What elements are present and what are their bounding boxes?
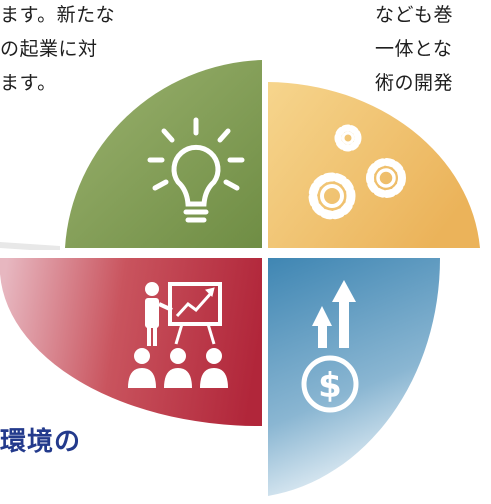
right-text-line: 術の開発: [375, 72, 454, 94]
svg-text:$: $: [318, 366, 342, 406]
dollar-growth-icon: $: [301, 280, 359, 413]
presentation-icon: [128, 282, 228, 388]
gears-icon: [308, 124, 406, 220]
section-heading: 環境の: [0, 424, 81, 460]
left-text-line: ます。新たな: [0, 4, 116, 26]
quadrant-bottom-left: [0, 258, 262, 427]
right-text-line: なども巻: [375, 4, 454, 26]
heading-line: 環境の: [0, 427, 82, 457]
left-text-line: ます。: [0, 72, 57, 94]
left-body-text: ます。新たな の起業に対 ます。: [0, 0, 115, 100]
quadrant-top-left: [0, 60, 262, 252]
right-body-text: なども巻 一体とな 術の開発: [375, 0, 453, 100]
left-text-line: の起業に対: [0, 38, 98, 60]
lightbulb-icon: [147, 117, 245, 223]
right-text-line: 一体とな: [375, 38, 453, 60]
